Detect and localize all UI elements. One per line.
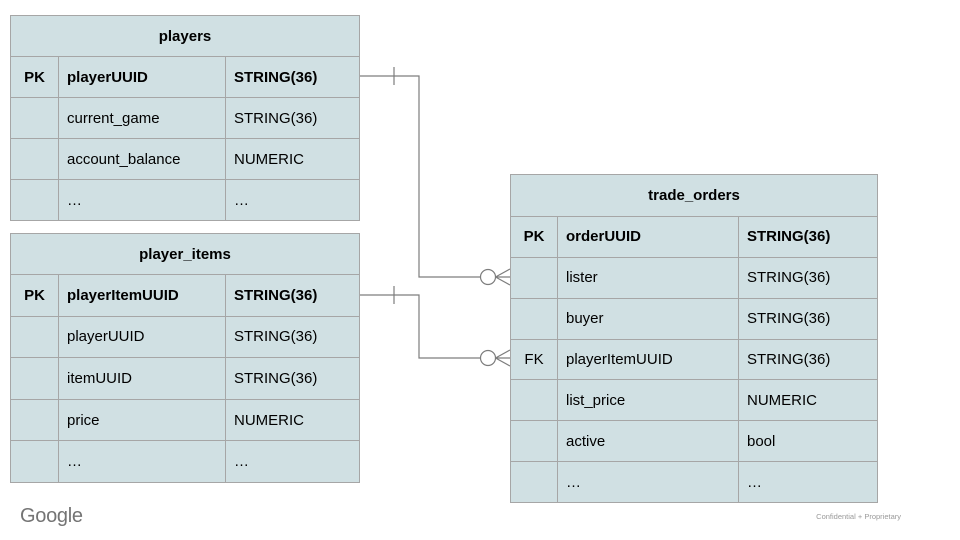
table-row: price NUMERIC <box>11 398 359 441</box>
row-key <box>511 380 557 420</box>
row-field: … <box>557 462 738 502</box>
row-type: NUMERIC <box>225 139 359 179</box>
table-row: account_balance NUMERIC <box>11 138 359 179</box>
row-type: NUMERIC <box>225 399 359 441</box>
table-title: player_items <box>139 245 231 263</box>
row-key: PK <box>24 68 45 86</box>
zero-circle-icon <box>479 349 497 367</box>
row-key <box>11 98 58 138</box>
crow-foot-icon <box>495 349 511 367</box>
table-title: players <box>158 27 212 45</box>
row-type: STRING(36) <box>225 57 359 97</box>
row-type: STRING(36) <box>738 257 877 298</box>
row-key: PK <box>523 228 545 246</box>
row-field: itemUUID <box>58 358 225 399</box>
table-row: buyer STRING(36) <box>511 297 877 339</box>
row-type: NUMERIC <box>738 380 877 421</box>
row-type: STRING(36) <box>225 316 359 358</box>
row-field: playerUUID <box>58 316 225 358</box>
table-row: itemUUID STRING(36) <box>11 357 359 399</box>
row-type: STRING(36) <box>738 339 877 380</box>
table-row: active bool <box>511 420 877 462</box>
relationship-player-items-to-trade-orders <box>360 286 511 367</box>
connector-line <box>360 294 480 359</box>
confidential-note: Confidential + Proprietary <box>816 512 901 521</box>
table-row: … … <box>11 179 359 220</box>
table-row: … … <box>511 461 877 502</box>
google-logo: Google <box>20 505 83 527</box>
table-row: list_price NUMERIC <box>511 379 877 421</box>
connector-line <box>360 75 480 278</box>
row-field: lister <box>557 257 738 298</box>
row-key <box>511 299 557 339</box>
row-field: … <box>58 180 225 220</box>
row-key <box>511 462 557 502</box>
table-row: lister STRING(36) <box>511 256 877 298</box>
row-field: active <box>557 421 738 462</box>
row-field: buyer <box>557 298 738 339</box>
row-type: STRING(36) <box>738 298 877 339</box>
row-key <box>11 441 58 482</box>
table-row: PK playerUUID STRING(36) <box>11 56 359 97</box>
row-key <box>511 421 557 461</box>
row-type: STRING(36) <box>225 98 359 138</box>
row-key: FK <box>524 350 544 368</box>
table-row: current_game STRING(36) <box>11 97 359 138</box>
row-field: playerItemUUID <box>557 339 738 380</box>
row-field: list_price <box>557 380 738 421</box>
row-field: price <box>58 399 225 441</box>
row-key <box>11 317 58 358</box>
table-row: … … <box>11 440 359 482</box>
table-row: PK orderUUID STRING(36) <box>511 216 877 257</box>
table-title: trade_orders <box>648 187 740 204</box>
row-field: playerUUID <box>58 57 225 97</box>
row-type: STRING(36) <box>225 358 359 399</box>
entity-table-trade-orders: trade_orders PK orderUUID STRING(36) lis… <box>510 174 878 503</box>
table-row: playerUUID STRING(36) <box>11 315 359 358</box>
row-field: playerItemUUID <box>58 275 225 316</box>
row-key <box>511 258 557 298</box>
relationship-players-to-trade-orders <box>360 67 511 286</box>
row-type: bool <box>738 421 877 462</box>
row-type: … <box>225 441 359 482</box>
row-field: current_game <box>58 98 225 138</box>
row-type: … <box>738 462 877 502</box>
row-key <box>11 358 58 399</box>
row-key <box>11 139 58 179</box>
row-field: account_balance <box>58 139 225 179</box>
crow-foot-icon <box>495 268 511 286</box>
row-key <box>11 180 58 220</box>
zero-circle-icon <box>479 268 497 286</box>
row-type: STRING(36) <box>225 275 359 316</box>
row-type: STRING(36) <box>738 217 877 257</box>
table-row: FK playerItemUUID STRING(36) <box>511 338 877 380</box>
row-key <box>11 400 58 441</box>
row-field: … <box>58 441 225 482</box>
table-row: PK playerItemUUID STRING(36) <box>11 274 359 316</box>
row-key: PK <box>24 286 45 304</box>
entity-table-players: players PK playerUUID STRING(36) current… <box>10 15 360 221</box>
row-type: … <box>225 180 359 220</box>
entity-table-player-items: player_items PK playerItemUUID STRING(36… <box>10 233 360 483</box>
row-field: orderUUID <box>557 217 738 257</box>
